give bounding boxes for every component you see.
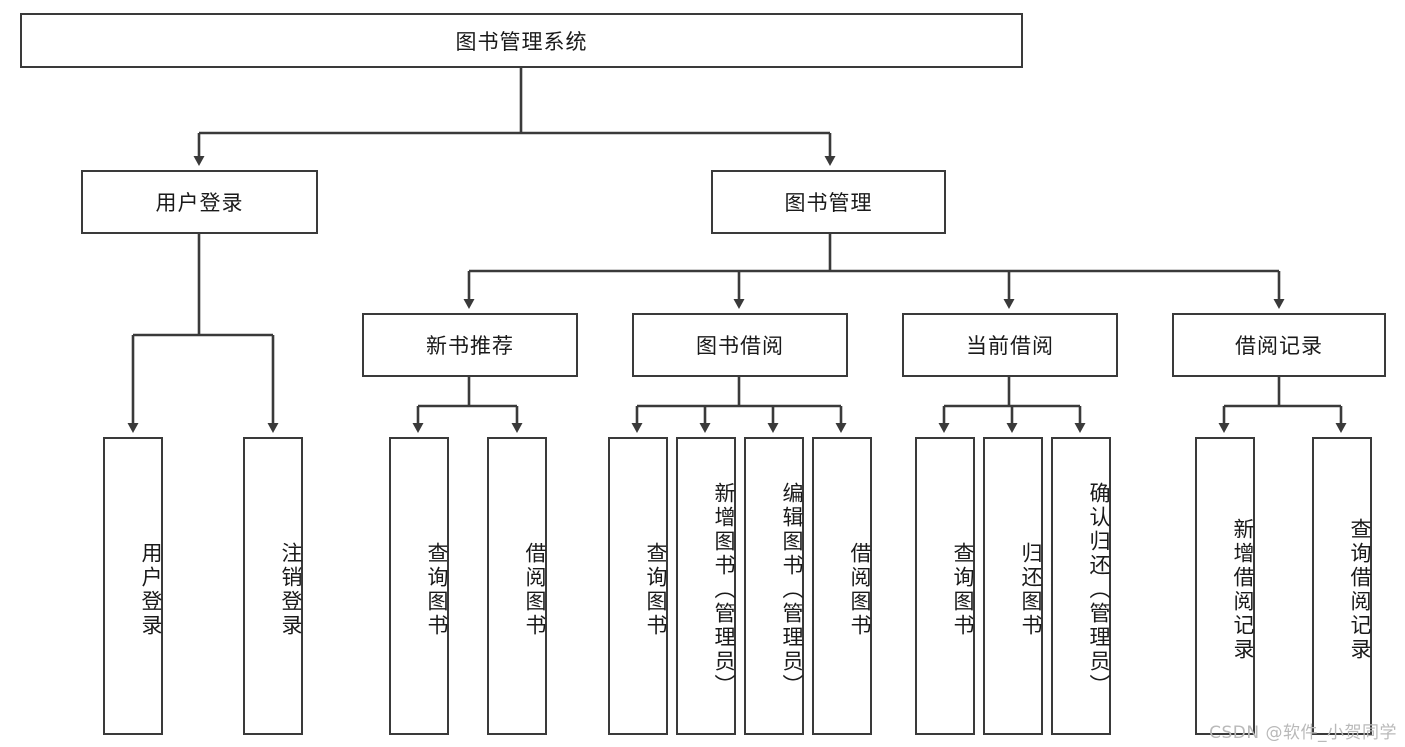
node-book-manage-label: 图书管理: [784, 191, 873, 215]
leaf-confirm-return[interactable]: 确认归还（管理员）: [1051, 437, 1111, 735]
leaf-borrow-book-1-label: 借阅图书: [523, 542, 547, 638]
leaf-user-login[interactable]: 用户登录: [103, 437, 163, 735]
leaf-query-record-label: 查询借阅记录: [1348, 518, 1372, 662]
leaf-query-book-2[interactable]: 查询图书: [608, 437, 668, 735]
leaf-confirm-return-label: 确认归还（管理员）: [1087, 482, 1111, 698]
node-user-login-label: 用户登录: [155, 191, 244, 215]
node-root-label: 图书管理系统: [455, 29, 588, 54]
csdn-watermark: CSDN @软件_小贺同学: [1209, 723, 1397, 743]
leaf-add-book[interactable]: 新增图书（管理员）: [676, 437, 736, 735]
node-user-login[interactable]: 用户登录: [81, 170, 318, 234]
leaf-query-record[interactable]: 查询借阅记录: [1312, 437, 1372, 735]
node-new-book-recommend-label: 新书推荐: [426, 334, 514, 358]
leaf-borrow-book-1[interactable]: 借阅图书: [487, 437, 547, 735]
node-book-borrow[interactable]: 图书借阅: [632, 313, 848, 377]
leaf-user-logout-label: 注销登录: [279, 542, 303, 638]
node-current-borrow[interactable]: 当前借阅: [902, 313, 1118, 377]
leaf-edit-book-label: 编辑图书（管理员）: [780, 482, 804, 698]
leaf-user-logout[interactable]: 注销登录: [243, 437, 303, 735]
node-current-borrow-label: 当前借阅: [966, 334, 1054, 358]
node-borrow-record[interactable]: 借阅记录: [1172, 313, 1386, 377]
node-new-book-recommend[interactable]: 新书推荐: [362, 313, 578, 377]
leaf-add-record[interactable]: 新增借阅记录: [1195, 437, 1255, 735]
leaf-edit-book[interactable]: 编辑图书（管理员）: [744, 437, 804, 735]
node-book-borrow-label: 图书借阅: [696, 334, 784, 358]
leaf-borrow-book-2[interactable]: 借阅图书: [812, 437, 872, 735]
leaf-borrow-book-2-label: 借阅图书: [848, 542, 872, 638]
leaf-query-book-3[interactable]: 查询图书: [915, 437, 975, 735]
leaf-query-book-3-label: 查询图书: [951, 542, 975, 638]
leaf-add-record-label: 新增借阅记录: [1231, 518, 1255, 662]
leaf-query-book-2-label: 查询图书: [644, 542, 668, 638]
leaf-return-book-label: 归还图书: [1019, 542, 1043, 638]
leaf-add-book-label: 新增图书（管理员）: [712, 482, 736, 698]
leaf-return-book[interactable]: 归还图书: [983, 437, 1043, 735]
leaf-user-login-label: 用户登录: [139, 542, 163, 638]
node-root[interactable]: 图书管理系统: [20, 13, 1023, 68]
node-borrow-record-label: 借阅记录: [1235, 334, 1323, 358]
leaf-query-book-1-label: 查询图书: [425, 542, 449, 638]
node-book-manage[interactable]: 图书管理: [711, 170, 946, 234]
leaf-query-book-1[interactable]: 查询图书: [389, 437, 449, 735]
